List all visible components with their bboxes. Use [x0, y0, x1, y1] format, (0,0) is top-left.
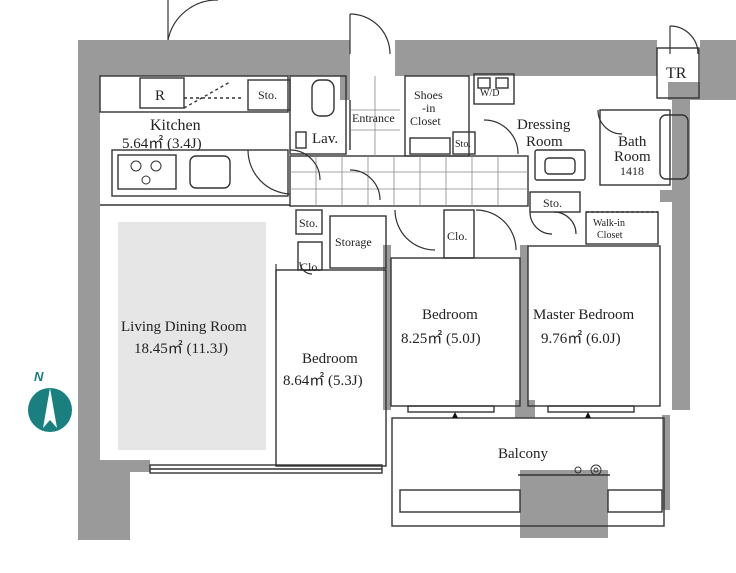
hall-storage-label: Sto.: [299, 216, 318, 230]
bedroom-center-name: Bedroom: [422, 307, 478, 323]
walk-in-closet-line2: Closet: [597, 230, 623, 241]
master-storage-label: Sto.: [543, 196, 562, 210]
balcony-label: Balcony: [498, 446, 548, 462]
kitchen-name: Kitchen: [150, 117, 201, 134]
shoes-closet-line3: Closet: [410, 114, 441, 128]
master-bedroom-area: 9.76㎡ (6.0J): [541, 330, 621, 347]
dressing-room-line1: Dressing: [517, 117, 571, 133]
walls: [78, 40, 736, 540]
bedroom-west-name: Bedroom: [302, 351, 358, 367]
living-dining-name: Living Dining Room: [121, 319, 247, 335]
interior-lines: [99, 47, 700, 527]
north-compass: N: [28, 369, 72, 432]
storage-label: Storage: [335, 235, 372, 249]
lav-label: Lav.: [312, 131, 338, 147]
window-markers: [452, 412, 591, 418]
compass-needle-icon: [43, 388, 57, 428]
bedroom-west-area: 8.64㎡ (5.3J): [283, 372, 363, 389]
entrance-label: Entrance: [352, 111, 395, 125]
stove-burner-icon: [130, 160, 162, 185]
drain-icon: [574, 464, 602, 476]
kitchen-storage-label: Sto.: [258, 88, 277, 102]
compass-north-label: N: [34, 369, 44, 384]
door-swings: [167, 0, 699, 320]
kitchen-area: 5.64㎡ (3.4J): [122, 135, 202, 152]
washer-label: W/D: [480, 88, 499, 99]
refrigerator-label: R: [155, 88, 165, 104]
bath-room-code: 1418: [620, 164, 644, 178]
walk-in-closet-line1: Walk-in: [593, 218, 625, 229]
tr-label: TR: [666, 65, 687, 82]
master-bedroom-name: Master Bedroom: [533, 307, 635, 323]
bath-room-line2: Room: [614, 149, 651, 165]
closet-left-label: Clo.: [300, 260, 320, 274]
bath-room-line1: Bath: [618, 134, 647, 150]
room-labels: R Kitchen 5.64㎡ (3.4J) Sto. Lav. Entranc…: [121, 65, 687, 462]
dressing-room-line2: Room: [526, 134, 563, 150]
living-dining-area: 18.45㎡ (11.3J): [134, 340, 228, 357]
shoes-closet-line1: Shoes: [414, 88, 443, 102]
dressing-storage-label: Sto.: [455, 139, 471, 150]
shoes-closet-line2: -in: [422, 101, 435, 115]
bedroom-center-area: 8.25㎡ (5.0J): [401, 330, 481, 347]
closet-hall-label: Clo.: [447, 229, 467, 243]
living-floor: [118, 222, 266, 450]
